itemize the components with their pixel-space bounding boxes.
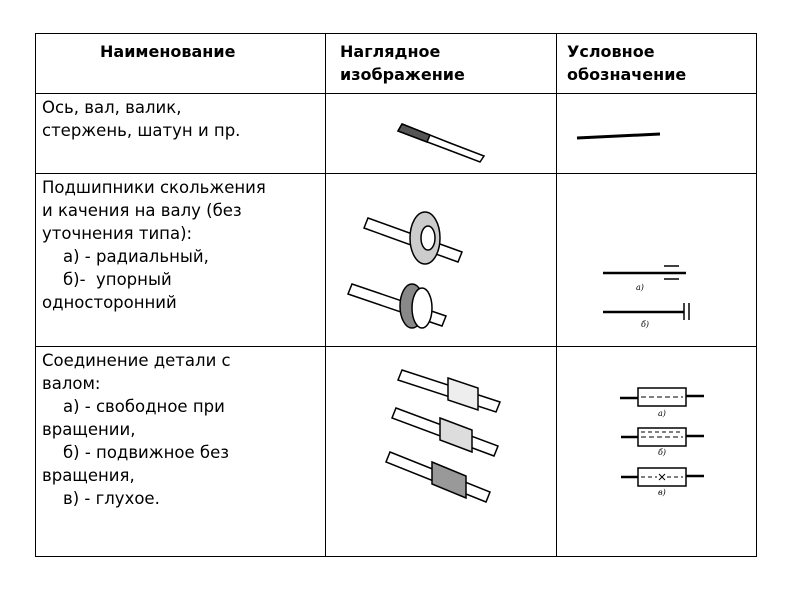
- row-divider: [36, 173, 756, 174]
- header-symbol: Условное обозначение: [567, 42, 687, 84]
- column-divider: [325, 34, 326, 556]
- header-pictorial: Наглядное изображение: [340, 42, 465, 84]
- connection-fixed-pictorial: [385, 451, 491, 503]
- column-divider: [556, 34, 557, 556]
- row-divider: [36, 346, 756, 347]
- row-connection-name: Соединение детали с валом: а) - свободно…: [42, 351, 231, 508]
- connection-sliding-pictorial: [391, 407, 499, 457]
- row-divider: [36, 93, 756, 94]
- symbol-label: б): [641, 320, 649, 329]
- bearing-thrust-symbol: [603, 303, 690, 320]
- symbol-label: в): [658, 488, 666, 497]
- symbol-label: а): [636, 283, 644, 292]
- header-name: Наименование: [100, 42, 236, 61]
- row-shaft-name: Ось, вал, валик, стержень, шатун и пр.: [42, 98, 241, 140]
- connection-sliding-symbol: [621, 427, 704, 447]
- bearing-radial-symbol: [603, 265, 686, 280]
- shaft-symbol: [576, 132, 661, 140]
- row-bearings-name: Подшипники скольжения и качения на валу …: [42, 178, 266, 312]
- symbol-label: а): [658, 409, 666, 418]
- bearing-radial-pictorial: [363, 211, 463, 265]
- components-table: Наименование Наглядное изображение Услов…: [35, 33, 757, 557]
- connection-free-pictorial: [397, 369, 501, 413]
- connection-free-symbol: [620, 387, 704, 407]
- shaft-pictorial: [396, 123, 486, 163]
- connection-fixed-symbol: [621, 467, 704, 487]
- bearing-thrust-pictorial: [347, 283, 447, 329]
- symbol-label: б): [658, 448, 666, 457]
